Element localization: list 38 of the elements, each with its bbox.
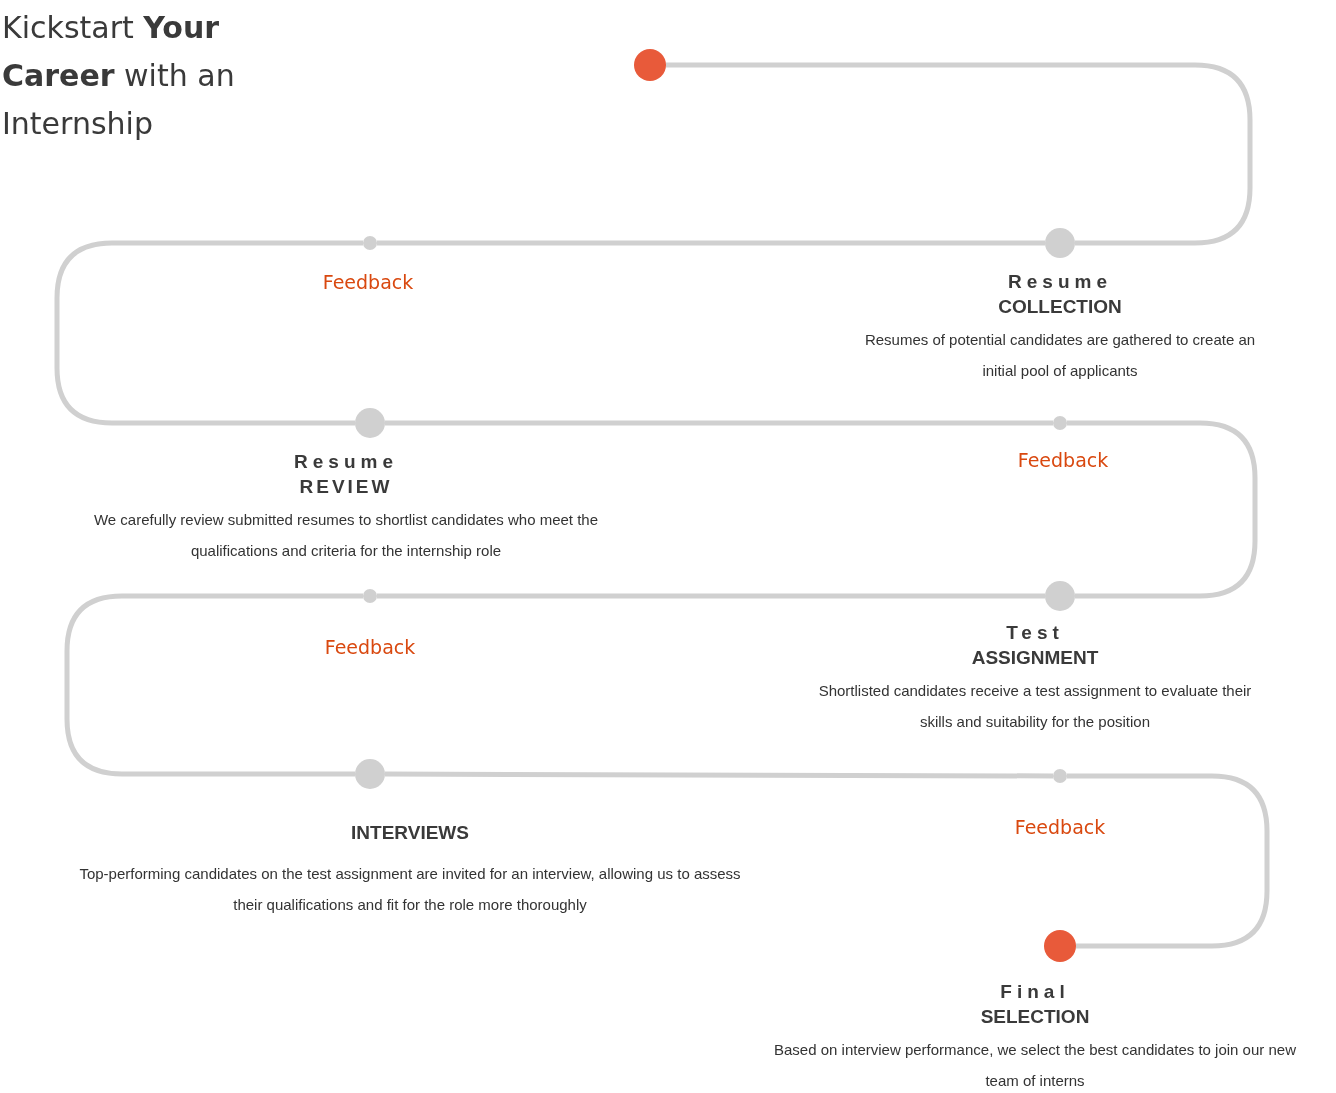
step-heading: ASSIGNMENT (971, 646, 1099, 670)
step-dot (1044, 930, 1076, 962)
timeline-path (377, 240, 1045, 246)
step-heading: INTERVIEWS (351, 821, 469, 845)
timeline-path (1067, 420, 1258, 599)
feedback-label: Feedback (1014, 815, 1106, 839)
feedback-label: Feedback (322, 270, 414, 294)
step-dot (355, 759, 385, 789)
step-dot (634, 49, 666, 81)
step-heading: Resume (1008, 270, 1112, 294)
step-description: Based on interview performance, we select the best candidates to join our new team of interns (773, 1040, 1297, 1091)
timeline-path (1067, 773, 1270, 949)
step-description: Top-performing candidates on the test assignment are invited for an interview, allowing us to assess their qualifications and fit for the role more thoroughly (78, 864, 742, 915)
feedback-label: Feedback (1017, 448, 1109, 472)
feedback-dot (363, 589, 377, 603)
step-heading: Test (1006, 621, 1064, 645)
step-heading: SELECTION (980, 1005, 1090, 1029)
feedback-dot (363, 236, 377, 250)
step-heading: COLLECTION (998, 295, 1122, 319)
step-heading: Final (1000, 980, 1070, 1004)
timeline-path (385, 420, 1053, 426)
title: Kickstart Your Career with an Internship (2, 9, 236, 143)
step-description: We carefully review submitted resumes to shortlist candidates who meet the qualifications and criteria for the internship role (92, 510, 600, 561)
step-dot (1045, 228, 1075, 258)
step-dot (1045, 581, 1075, 611)
timeline-path (385, 771, 1053, 779)
step-description: Resumes of potential candidates are gathered to create an initial pool of applicants (863, 330, 1257, 381)
timeline-path (666, 62, 1253, 246)
feedback-label: Feedback (324, 635, 416, 659)
step-heading: Resume (294, 450, 398, 474)
timeline-path (377, 593, 1045, 599)
step-dot (355, 408, 385, 438)
timeline-path (64, 593, 363, 777)
feedback-dot (1053, 769, 1067, 783)
feedback-dot (1053, 416, 1067, 430)
step-description: Shortlisted candidates receive a test assignment to evaluate their skills and suitability for the position (817, 681, 1253, 732)
timeline-path (54, 240, 363, 426)
step-heading: REVIEW (299, 475, 393, 499)
